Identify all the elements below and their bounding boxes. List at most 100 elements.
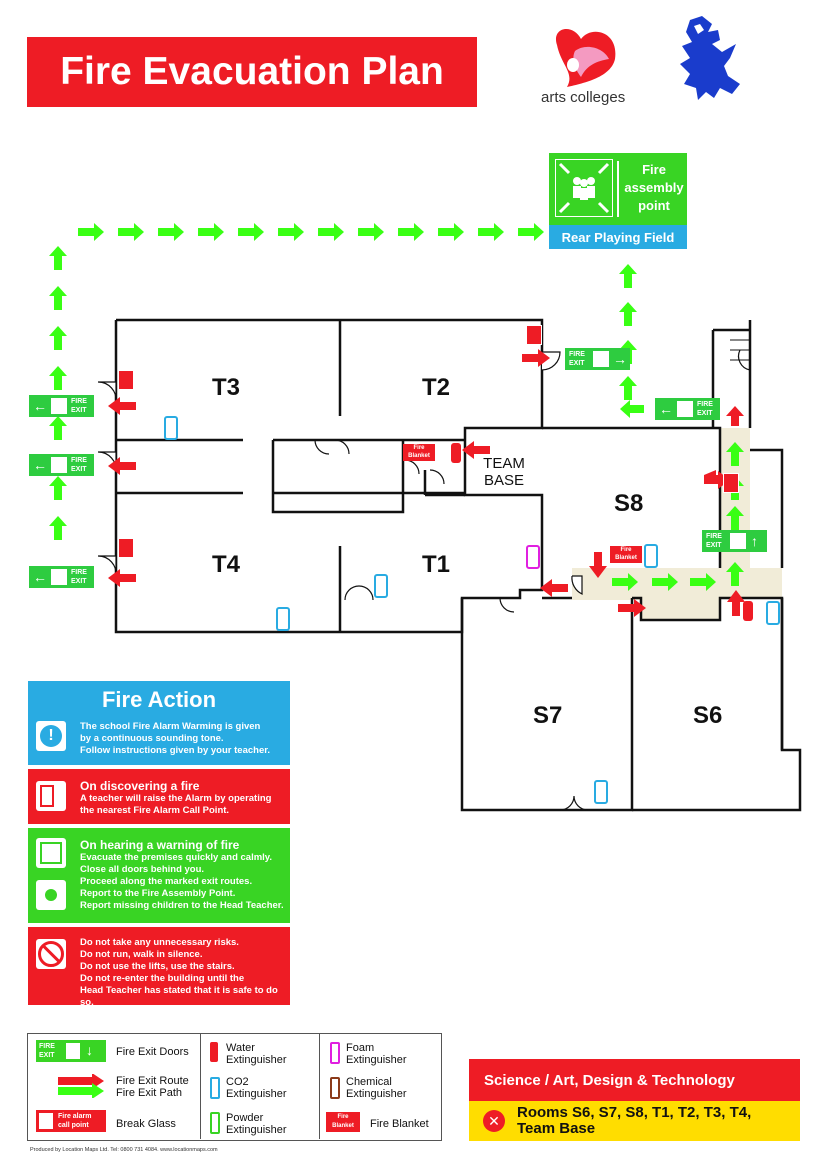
hearing-text: On hearing a warning of fire Evacuate th… (80, 838, 284, 911)
room-label-s6: S6 (693, 702, 723, 729)
credit-text: Produced by Location Maps Ltd. Tel: 0800… (30, 1147, 218, 1153)
wall-central-core (271, 440, 405, 514)
powder-extinguisher-icon (210, 1112, 220, 1134)
discovering-text: On discovering a fire A teacher will rai… (80, 779, 272, 816)
co2-extinguisher-icon-s7 (594, 780, 608, 804)
chemical-extinguisher-icon (330, 1077, 340, 1099)
room-label-s7: S7 (533, 702, 563, 729)
fire-exit-icon (36, 838, 66, 868)
running-man-icon (51, 569, 67, 585)
fire-action-discovering: On discovering a fire A teacher will rai… (28, 769, 290, 824)
co2-extinguisher-icon (210, 1077, 220, 1099)
legend-fire-blanket: Fire Blanket (370, 1118, 429, 1130)
up-arrow-icon: ↑ (751, 533, 758, 549)
room-label-t4: T4 (212, 551, 241, 578)
break-glass-icon-s8 (723, 473, 739, 493)
door-route-arrows (108, 349, 745, 617)
dont-text: Do not take any unnecessary risks. Do no… (80, 937, 278, 1008)
wall-t-block-outer (114, 320, 544, 634)
assembly-icon (555, 159, 613, 217)
door-s7-top (499, 597, 515, 613)
wall-right-corridor (750, 448, 784, 568)
door-team-base-2 (429, 469, 445, 485)
left-arrow-icon: ← (33, 457, 47, 473)
water-extinguisher-icon (210, 1042, 218, 1062)
running-man-icon (51, 398, 67, 414)
break-glass-icon-t3 (118, 370, 134, 390)
wall-t-block-top (116, 318, 544, 568)
co2-extinguisher-icon-t3 (164, 416, 178, 440)
door-core (314, 439, 350, 455)
arts-colleges-logo (555, 28, 616, 87)
call-point-icon (36, 781, 66, 811)
wall-s8 (542, 426, 722, 568)
assembly-point-icon (36, 880, 66, 910)
fire-action-info: Fire Action ! The school Fire Alarm Warm… (28, 681, 290, 765)
left-arrow-icon: ← (33, 398, 47, 414)
rooms-banner: ✕ Rooms S6, S7, S8, T1, T2, T3, T4, Team… (469, 1101, 800, 1141)
team-base-line-2: BASE (483, 472, 525, 489)
water-extinguisher-icon-s6 (743, 601, 753, 621)
running-man-icon (51, 457, 67, 473)
assembly-point-sign: Fire assembly point (549, 153, 687, 225)
assembly-line-3: point (638, 198, 670, 213)
left-arrow-icon: ← (33, 569, 47, 585)
route-top (78, 223, 544, 241)
running-man-icon (730, 533, 746, 549)
rooms-text: Rooms S6, S7, S8, T1, T2, T3, T4, Team B… (517, 1104, 752, 1137)
close-icon: ✕ (483, 1110, 505, 1132)
door-s7 (559, 795, 589, 811)
page-title: Fire Evacuation Plan (27, 37, 477, 107)
route-right (612, 264, 744, 591)
lion-crest-logo (680, 16, 740, 100)
left-arrow-icon: ← (659, 401, 673, 417)
wall-s7 (460, 596, 634, 812)
foam-extinguisher-icon (330, 1042, 340, 1064)
legend-break-glass: Break Glass (116, 1118, 176, 1130)
room-label-t2: T2 (422, 374, 451, 401)
running-man-icon (593, 351, 609, 367)
room-label-team-base: TEAM BASE (481, 455, 527, 489)
door-stair (737, 349, 751, 371)
fire-action-info-text: The school Fire Alarm Warming is given b… (80, 721, 271, 756)
co2-extinguisher-icon-s8 (644, 544, 658, 568)
fire-action-hearing: On hearing a warning of fire Evacuate th… (28, 828, 290, 923)
assembly-line-1: Fire (642, 162, 666, 177)
legend-fire-exit-path: Fire Exit Path (116, 1087, 183, 1099)
room-label-t3: T3 (212, 374, 241, 401)
water-extinguisher-icon-team-base (451, 443, 461, 463)
route-left (49, 246, 67, 540)
legend-fire-exit-route: Fire Exit Route (116, 1075, 189, 1087)
running-man-icon (677, 401, 693, 417)
right-arrow-icon: → (613, 351, 627, 367)
assembly-location: Rear Playing Field (549, 225, 687, 249)
room-label-s8: S8 (614, 490, 644, 517)
door-t1 (344, 585, 374, 601)
legend-fire-exit-doors: Fire Exit Doors (116, 1046, 189, 1058)
assembly-line-2: assembly (624, 180, 684, 195)
department-text: Science / Art, Design & Technology (484, 1071, 735, 1089)
co2-extinguisher-icon-t1 (374, 574, 388, 598)
foam-extinguisher-icon-s8 (526, 545, 540, 569)
co2-extinguisher-icon-s6 (766, 601, 780, 625)
